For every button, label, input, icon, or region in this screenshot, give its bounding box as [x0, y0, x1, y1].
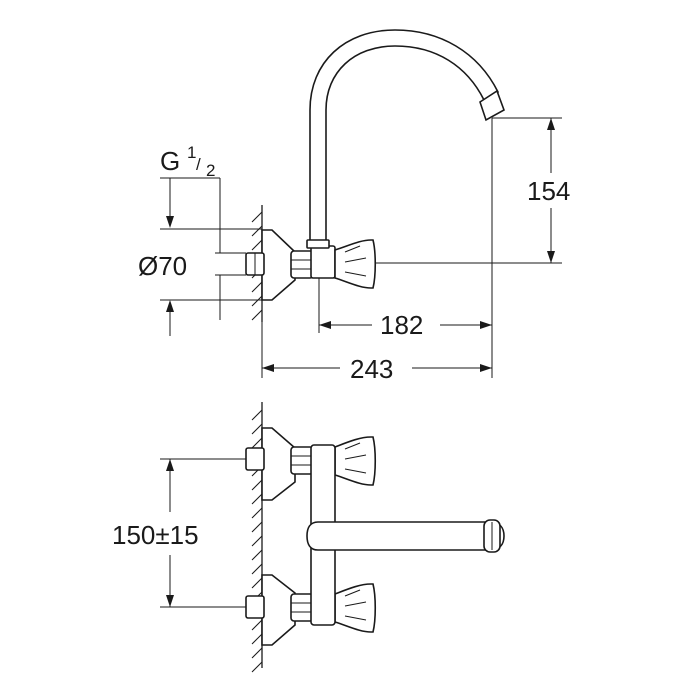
- center-distance-label: 150±15: [112, 520, 199, 550]
- cross-handle-top: [334, 239, 377, 289]
- valve-body-top: [310, 245, 336, 279]
- flange-diameter-label: Ø70: [138, 251, 187, 281]
- wall-bottom: [251, 402, 263, 673]
- thread-slash: /: [196, 155, 201, 174]
- center-distance-dimension: 150±15: [112, 458, 246, 608]
- overall-reach-label: 243: [350, 354, 393, 384]
- spout-reach-label: 182: [380, 310, 423, 340]
- thread-letter: G: [160, 146, 180, 176]
- wall-flange-top: [261, 229, 296, 301]
- flange-diameter-dimension: Ø70: [138, 228, 262, 336]
- thread-dimension: G 1 / 2: [160, 143, 221, 253]
- spout-height-dimension: 154: [376, 117, 570, 264]
- swivel-spout-top: [309, 29, 500, 246]
- thread-denominator: 2: [206, 161, 215, 180]
- plan-view: 150±15: [112, 402, 505, 673]
- swivel-spout-bottom: [306, 521, 505, 551]
- upper-valve-assembly: [245, 427, 377, 501]
- spout-reach-dimension: 182: [318, 118, 493, 378]
- union-nut-top: [290, 250, 314, 279]
- side-elevation-view: G 1 / 2 Ø70 154: [138, 29, 570, 384]
- thread-numerator: 1: [187, 143, 196, 162]
- aerator-top: [479, 89, 505, 122]
- spout-height-label: 154: [527, 176, 570, 206]
- overall-reach-dimension: 243: [261, 322, 492, 384]
- lower-valve-assembly: [245, 574, 377, 646]
- spout-collar-top: [306, 239, 330, 249]
